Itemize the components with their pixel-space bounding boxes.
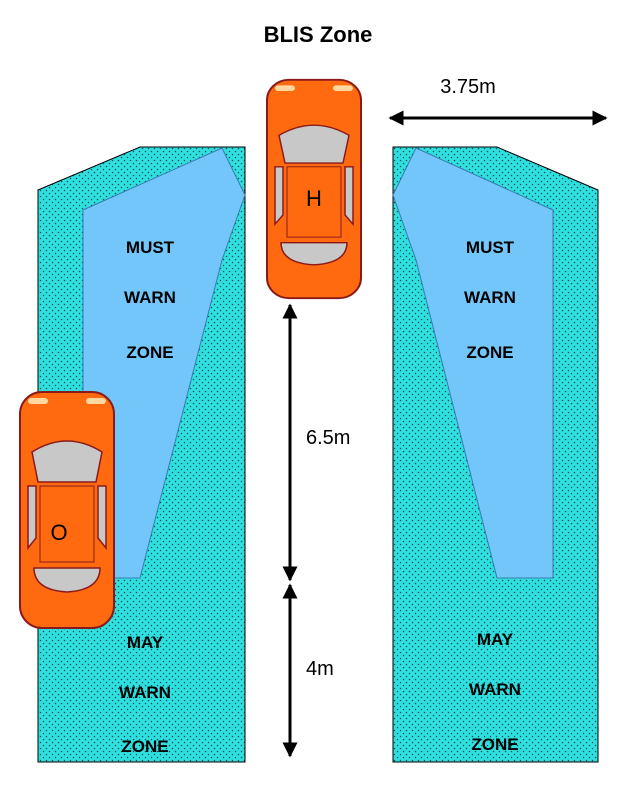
left-must-warn-line-2: WARN <box>124 288 176 307</box>
left-may-warn-line-1: MAY <box>127 633 164 652</box>
right-must-warn-zone <box>392 147 554 579</box>
left-must-warn-line-3: ZONE <box>126 343 173 362</box>
right-may-warn-line-1: MAY <box>477 630 514 649</box>
page-title: BLIS Zone <box>264 22 373 47</box>
right-may-warn-line-3: ZONE <box>471 735 518 754</box>
right-must-warn-line-1: MUST <box>466 238 515 257</box>
left-may-warn-line-3: ZONE <box>121 737 168 756</box>
lane-width-label: 3.75m <box>440 76 496 98</box>
may-zone-length-label: 4m <box>306 658 334 680</box>
right-must-warn-line-2: WARN <box>464 288 516 307</box>
right-must-warn-line-3: ZONE <box>466 343 513 362</box>
left-must-warn-line-1: MUST <box>126 238 175 257</box>
right-may-warn-line-2: WARN <box>469 680 521 699</box>
host-car-label: H <box>306 186 322 211</box>
other-car <box>19 391 115 629</box>
must-zone-length-label: 6.5m <box>306 427 350 449</box>
left-may-warn-line-2: WARN <box>119 683 171 702</box>
other-car-label: O <box>50 520 67 545</box>
